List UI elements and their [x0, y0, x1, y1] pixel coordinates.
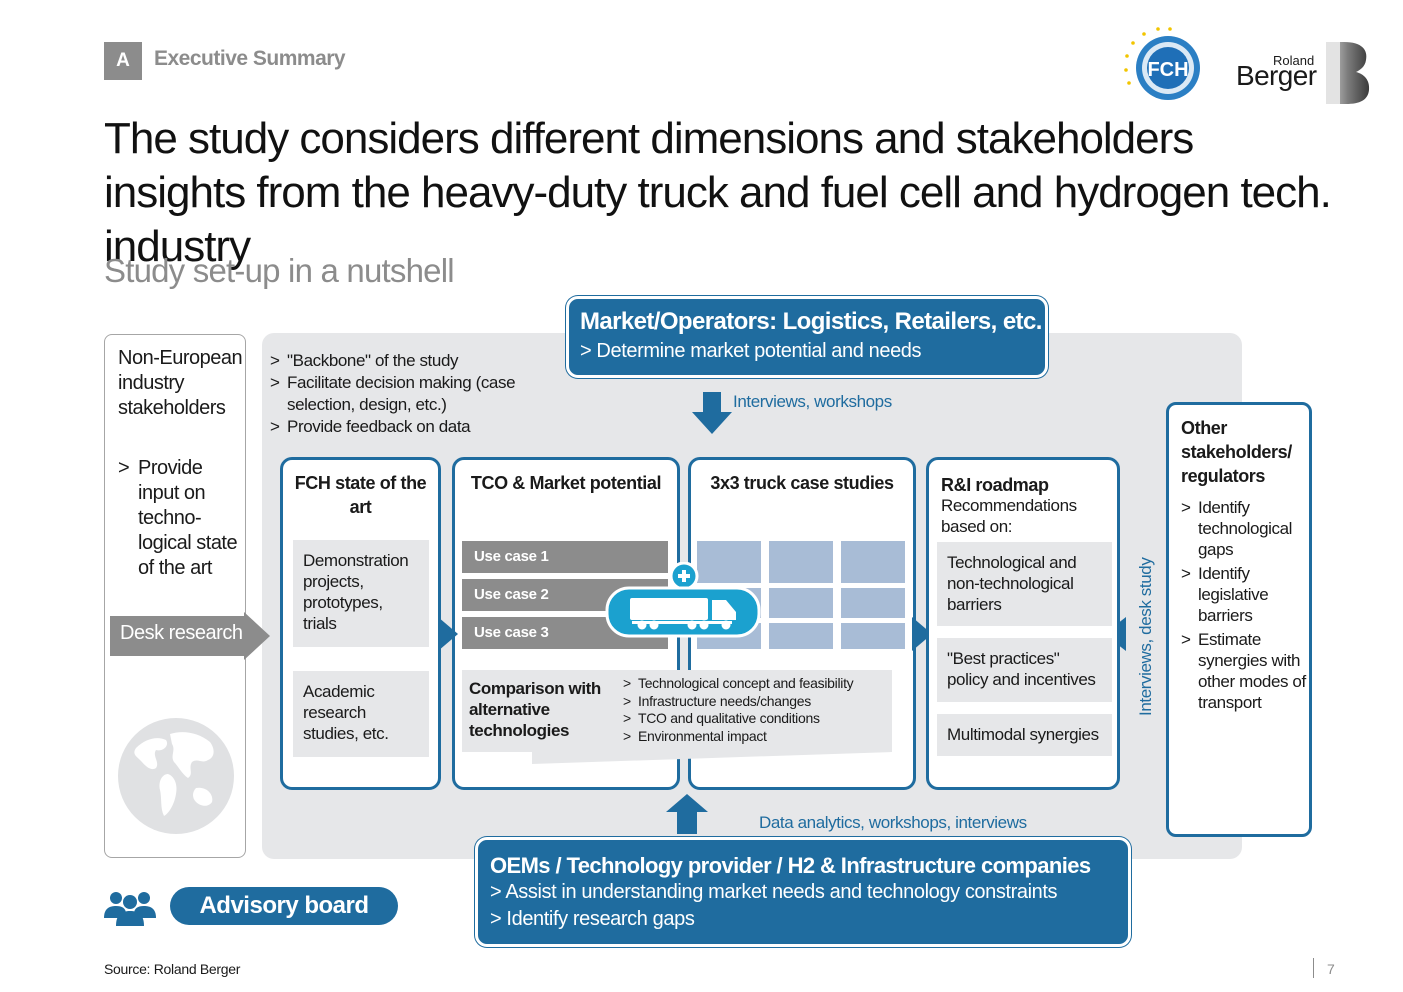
fch-cell-demonstration: Demonstration projects, prototypes, tria… — [293, 540, 429, 647]
page-separator — [1313, 958, 1314, 978]
other-stakeholders-list: Identify technological gaps Identify leg… — [1181, 497, 1309, 716]
rni-cell-best-practices: "Best practices" policy and incentives — [937, 638, 1112, 702]
page-title: The study considers different dimensions… — [104, 114, 1332, 271]
comparison-pointer — [532, 750, 892, 764]
source-note: Source: Roland Berger — [104, 961, 241, 977]
comparison-title: Comparison with alternative technologies — [469, 679, 601, 740]
comparison-item: TCO and qualitative conditions — [623, 710, 893, 728]
fch-title: FCH state of the art — [294, 473, 427, 517]
advisory-board-label: Advisory board — [170, 887, 398, 925]
oem-title: OEMs / Technology provider / H2 & Infras… — [490, 853, 1091, 878]
interviews-desk-study-label: Interviews, desk study — [1136, 557, 1155, 716]
case-grid-cell — [769, 623, 833, 649]
tco-title: TCO & Market potential — [470, 473, 662, 493]
other-item: Identify legislative barriers — [1181, 563, 1309, 626]
desk-research-arrow — [110, 612, 270, 660]
up-arrow-icon — [666, 794, 708, 834]
case-grid-cell — [769, 541, 833, 583]
comparison-item: Technological concept and feasibility — [623, 675, 893, 693]
fch-logo: FCH — [1124, 27, 1200, 100]
roland-text: Roland — [1273, 53, 1315, 68]
market-subtitle: > Determine market potential and needs — [580, 340, 922, 362]
case-grid-cell — [697, 541, 761, 583]
rni-cell-multimodal: Multimodal synergies — [937, 714, 1112, 756]
rni-cell-barriers: Technological and non-technological barr… — [937, 542, 1112, 626]
backbone-item: "Backbone" of the study — [270, 350, 560, 372]
truck-case-studies-title: 3x3 truck case studies — [710, 473, 894, 493]
oem-box — [475, 837, 1131, 947]
other-item: Identify technological gaps — [1181, 497, 1309, 560]
oem-line-1: > Assist in understanding market needs a… — [490, 881, 1058, 903]
market-title: Market/Operators: Logistics, Retailers, … — [580, 308, 1042, 335]
desk-research-label: Desk research — [120, 622, 243, 644]
use-case-1: Use case 1 — [462, 541, 668, 573]
flow-arrow-icon — [438, 617, 458, 651]
interviews-workshops-label: Interviews, workshops — [733, 392, 892, 411]
truck-icon — [605, 562, 761, 638]
globe-icon — [118, 718, 234, 834]
down-arrow-icon — [692, 392, 732, 434]
oem-line-2: > Identify research gaps — [490, 908, 695, 930]
page-number: 7 — [1327, 961, 1335, 977]
case-grid-cell — [769, 588, 833, 618]
comparison-list: Technological concept and feasibility In… — [623, 675, 893, 745]
non-european-bullet: > Provide input on techno-logical state … — [118, 456, 238, 581]
section-label: Executive Summary — [154, 47, 346, 70]
backbone-item: Facilitate decision making (case selecti… — [270, 372, 560, 416]
page-subtitle: Study set-up in a nutshell — [104, 252, 455, 289]
fch-cell-academic: Academic research studies, etc. — [293, 671, 429, 757]
market-operators-box — [566, 296, 1048, 378]
bullet-marker: > — [118, 457, 130, 479]
comparison-item: Infrastructure needs/changes — [623, 693, 893, 711]
section-badge: A — [104, 42, 142, 80]
rni-title: R&I roadmap — [941, 475, 1049, 495]
roland-berger-b-logo — [1326, 42, 1370, 104]
people-icon — [104, 892, 156, 926]
other-item: Estimate synergies with other modes of t… — [1181, 629, 1309, 713]
fch-logo-text: FCH — [1147, 59, 1188, 81]
case-grid-cell — [841, 541, 905, 583]
rni-subtitle: Recommendations based on: — [941, 496, 1077, 536]
backbone-item: Provide feedback on data — [270, 416, 560, 438]
non-european-title: Non-European industry stakeholders — [118, 347, 243, 419]
comparison-item: Environmental impact — [623, 728, 893, 746]
data-analytics-label: Data analytics, workshops, interviews — [759, 813, 1027, 832]
other-stakeholders-title: Other stakeholders/ regulators — [1181, 418, 1292, 486]
backbone-list: "Backbone" of the study Facilitate decis… — [270, 350, 560, 438]
non-european-bullet-text: Provide input on techno-logical state of… — [138, 457, 238, 579]
case-grid-cell — [841, 588, 905, 618]
case-grid-cell — [841, 623, 905, 649]
berger-text: Berger — [1236, 60, 1317, 91]
